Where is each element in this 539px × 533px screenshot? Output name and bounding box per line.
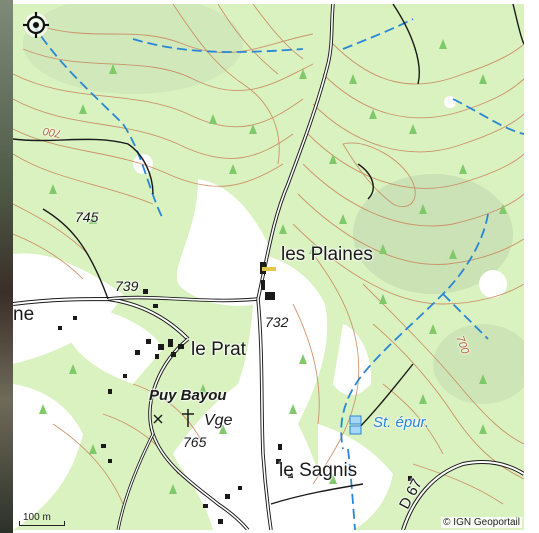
elevation-745: 745 bbox=[75, 209, 99, 225]
scale-bar-line bbox=[19, 521, 65, 526]
place-label-st-epur: St. épur. bbox=[373, 414, 430, 431]
summit-mark-icon bbox=[153, 414, 163, 424]
map-viewport[interactable]: les Plaines le Prat le Sagnis Puy Bayou … bbox=[13, 4, 524, 530]
place-label-ne: ne bbox=[13, 304, 35, 325]
elevation-732: 732 bbox=[265, 314, 289, 330]
right-edge-margin bbox=[524, 0, 539, 533]
place-label-le-prat: le Prat bbox=[191, 339, 246, 360]
crosshair-locate-icon bbox=[23, 12, 49, 38]
place-label-les-plaines: les Plaines bbox=[281, 244, 373, 265]
locate-button[interactable] bbox=[22, 11, 50, 39]
cross-icon bbox=[182, 409, 194, 427]
tree-symbols bbox=[39, 39, 507, 494]
scale-label: 100 m bbox=[23, 512, 51, 523]
place-label-vge: Vge bbox=[204, 412, 233, 429]
elevation-739: 739 bbox=[115, 278, 139, 294]
treatment-basin bbox=[349, 415, 362, 435]
scale-bar: 100 m bbox=[19, 512, 65, 526]
buildings bbox=[58, 262, 412, 524]
contour-lines bbox=[13, 4, 524, 505]
streams bbox=[32, 18, 524, 530]
place-label-puy-bayou: Puy Bayou bbox=[149, 387, 227, 404]
place-label-le-sagnis: le Sagnis bbox=[279, 460, 358, 481]
attribution-text[interactable]: © IGN Geoportail bbox=[441, 517, 522, 528]
elevation-765: 765 bbox=[183, 434, 207, 450]
left-edge-strip bbox=[0, 0, 13, 533]
map-canvas[interactable] bbox=[13, 4, 524, 530]
clearings bbox=[13, 96, 507, 530]
